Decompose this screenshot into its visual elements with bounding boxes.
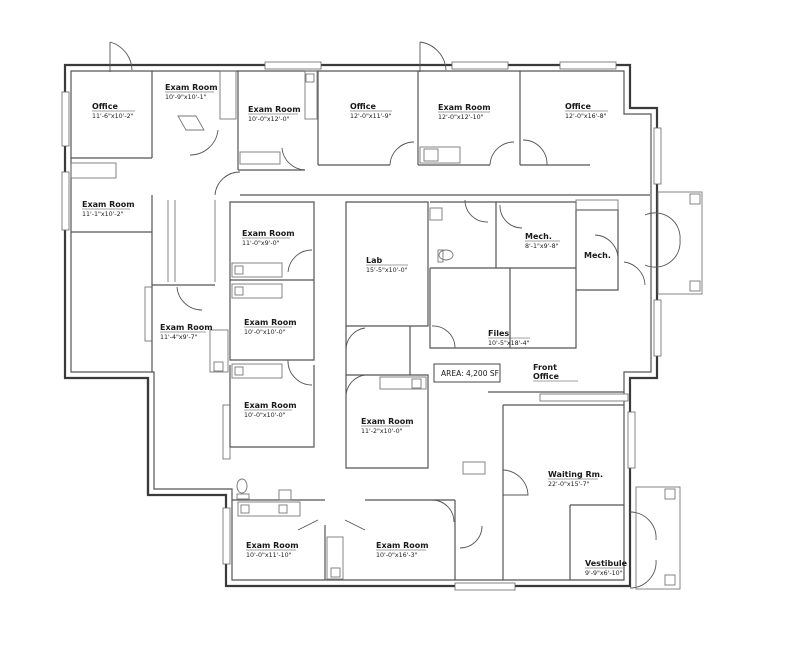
room-name: Exam Room — [248, 105, 301, 114]
room-mech-1: Mech. 8'-1"x9'-8" — [525, 232, 560, 250]
fixtures — [70, 70, 703, 590]
room-dims: 8'-1"x9'-8" — [525, 243, 559, 250]
room-name: Exam Room — [361, 417, 414, 426]
exterior-walls — [63, 63, 659, 588]
room-dims: 11'-4"x9'-7" — [160, 334, 198, 341]
room-mech-2: Mech. — [584, 251, 611, 260]
room-dims: 9'-9"x6'-10" — [585, 570, 623, 577]
room-dims: 12'-0"x11'-9" — [350, 113, 392, 120]
room-dims: 12'-0"x16'-8" — [565, 113, 607, 120]
room-name: Exam Room — [246, 541, 299, 550]
room-vestibule: Vestibule 9'-9"x6'-10" — [585, 559, 628, 577]
room-name: Exam Room — [242, 229, 295, 238]
room-exam-9: Exam Room 11'-2"x10'-0" — [361, 417, 414, 435]
room-name: Exam Room — [244, 318, 297, 327]
room-name: Exam Room — [376, 541, 429, 550]
room-exam-4: Exam Room 11'-1"x10'-2" — [82, 200, 135, 218]
room-dims: 10'-9"x10'-1" — [165, 94, 207, 101]
room-office-1: Office 11'-6"x10'-2" — [92, 102, 135, 120]
room-name: Vestibule — [585, 559, 628, 568]
room-name: Lab — [366, 256, 382, 265]
room-name: Waiting Rm. — [548, 470, 603, 479]
room-exam-10: Exam Room 10'-0"x11'-10" — [246, 541, 299, 559]
door-swings — [109, 41, 681, 589]
room-waiting: Waiting Rm. 22'-0"x15'-7" — [548, 470, 603, 488]
room-office-3: Office 12'-0"x16'-8" — [565, 102, 608, 120]
room-name: Mech. — [525, 232, 552, 241]
room-office-2: Office 12'-0"x11'-9" — [350, 102, 392, 120]
room-dims: 10'-5"x18'-4" — [488, 340, 530, 347]
room-dims: 15'-5"x10'-0" — [366, 267, 408, 274]
room-name: Files — [488, 329, 509, 338]
room-exam-2: Exam Room 10'-0"x12'-0" — [248, 105, 301, 123]
room-name: Exam Room — [165, 83, 218, 92]
room-name: Exam Room — [160, 323, 213, 332]
room-dims: 11'-6"x10'-2" — [92, 113, 134, 120]
room-dims: 11'-2"x10'-0" — [361, 428, 403, 435]
room-dims: 10'-0"x12'-0" — [248, 116, 290, 123]
windows — [61, 61, 662, 591]
room-lab: Lab 15'-5"x10'-0" — [366, 256, 408, 274]
interior-walls — [71, 71, 650, 580]
room-exam-1: Exam Room 10'-9"x10'-1" — [165, 83, 218, 101]
room-labels: Office 11'-6"x10'-2" Exam Room 10'-9"x10… — [82, 83, 628, 577]
area-callout: AREA: 4,200 SF — [433, 363, 501, 383]
room-exam-8: Exam Room 10'-0"x10'-0" — [244, 401, 297, 419]
room-dims: 11'-1"x10'-2" — [82, 211, 124, 218]
room-dims: 10'-0"x11'-10" — [246, 552, 292, 559]
room-exam-5: Exam Room 11'-0"x9'-0" — [242, 229, 295, 247]
room-name: Exam Room — [244, 401, 297, 410]
room-exam-3: Exam Room 12'-0"x12'-10" — [438, 103, 491, 121]
area-label: AREA: 4,200 SF — [441, 369, 499, 378]
room-name: Office — [565, 102, 591, 111]
room-exam-7: Exam Room 10'-0"x10'-0" — [244, 318, 297, 336]
room-dims: 10'-0"x10'-0" — [244, 329, 286, 336]
room-name: Office — [92, 102, 118, 111]
room-dims: 10'-0"x16'-3" — [376, 552, 418, 559]
room-dims: 10'-0"x10'-0" — [244, 412, 286, 419]
room-name: Exam Room — [82, 200, 135, 209]
room-name: Mech. — [584, 251, 611, 260]
room-files: Files 10'-5"x18'-4" — [488, 329, 530, 347]
room-dims: 12'-0"x12'-10" — [438, 114, 484, 121]
room-dims: 22'-0"x15'-7" — [548, 481, 590, 488]
room-name: Office — [350, 102, 376, 111]
room-dims: 11'-0"x9'-0" — [242, 240, 280, 247]
room-exam-11: Exam Room 10'-0"x16'-3" — [376, 541, 429, 559]
room-name-2: Office — [533, 372, 559, 381]
room-exam-6: Exam Room 11'-4"x9'-7" — [160, 323, 213, 341]
room-front-office: Front Office — [533, 363, 578, 382]
room-name: Exam Room — [438, 103, 491, 112]
room-name: Front — [533, 363, 557, 372]
